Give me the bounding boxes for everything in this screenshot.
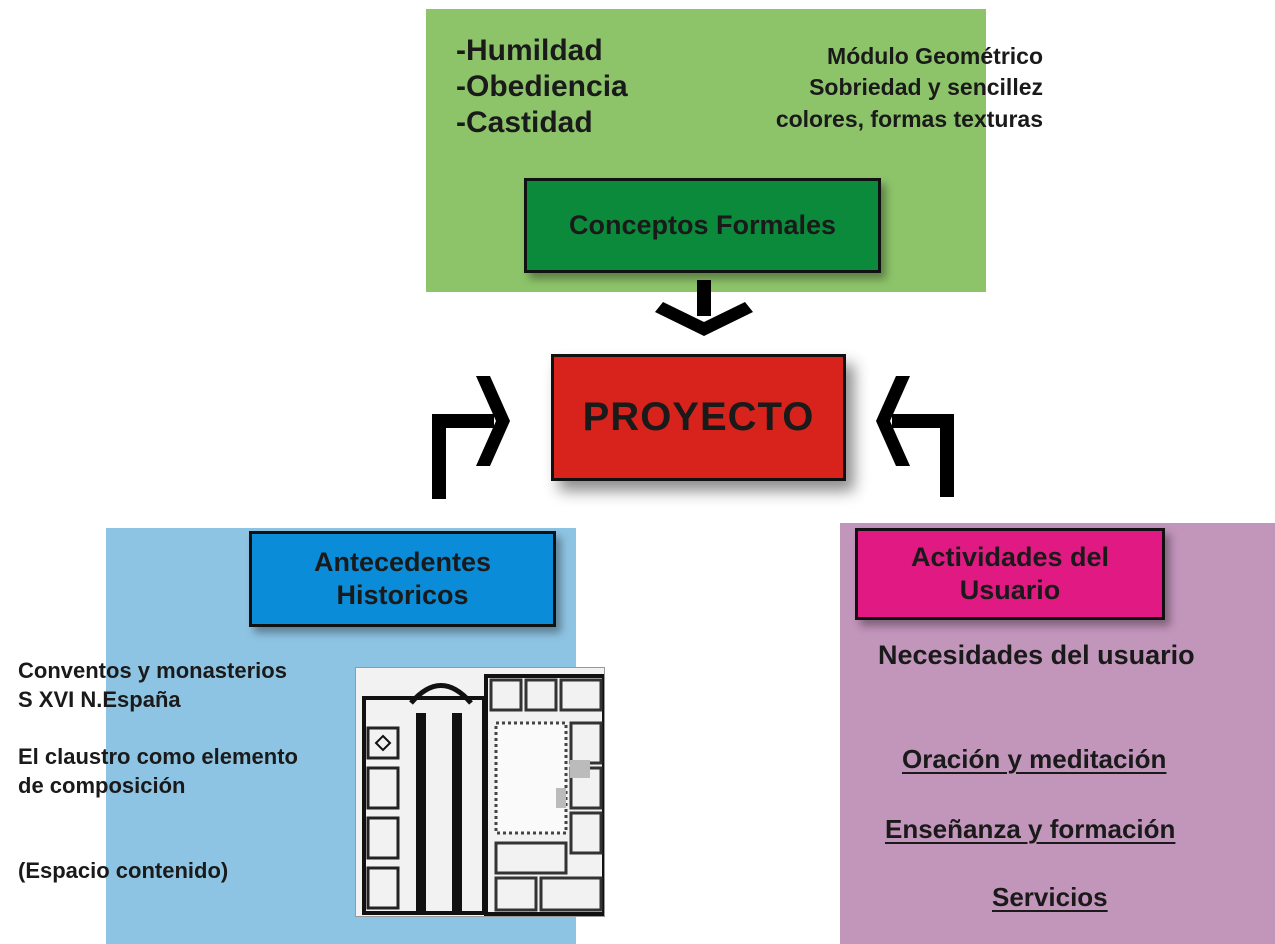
virtue-obediencia: -Obediencia <box>456 70 628 103</box>
necesidades-heading: Necesidades del usuario <box>878 640 1195 670</box>
text-composicion: de composición <box>18 773 186 798</box>
floor-plan-image <box>355 667 605 917</box>
actividades-del-usuario-box: Actividades del Usuario <box>855 528 1165 620</box>
concept-colores-formas: colores, formas texturas <box>775 106 1043 132</box>
text-conventos: Conventos y monasterios <box>18 658 287 683</box>
concept-sobriedad: Sobriedad y sencillez <box>809 74 1043 100</box>
actividades-label-line-2: Usuario <box>959 575 1061 605</box>
antecedentes-label-line-2: Historicos <box>336 580 469 610</box>
floor-plan-drawing <box>356 668 604 916</box>
virtue-humildad: -Humildad <box>456 34 603 67</box>
concept-modulo-geometrico: Módulo Geométrico <box>827 43 1043 69</box>
conceptos-formales-box: Conceptos Formales <box>524 178 881 273</box>
activity-servicios: Servicios <box>992 882 1108 912</box>
activity-oracion-meditacion: Oración y meditación <box>902 744 1167 774</box>
text-claustro: El claustro como elemento <box>18 744 298 769</box>
text-siglo-xvi: S XVI N.España <box>18 687 181 712</box>
virtue-castidad: -Castidad <box>456 106 593 139</box>
down-arrow-icon <box>655 280 753 336</box>
proyecto-box: PROYECTO <box>551 354 846 481</box>
right-pointing-bent-arrow-icon <box>432 376 510 499</box>
antecedentes-label-line-1: Antecedentes <box>313 547 492 577</box>
conceptos-formales-label: Conceptos Formales <box>568 210 837 240</box>
left-pointing-bent-arrow-icon <box>876 376 954 497</box>
activity-ensenanza-formacion: Enseñanza y formación <box>885 814 1176 844</box>
antecedentes-historicos-box: Antecedentes Historicos <box>249 531 556 627</box>
proyecto-label: PROYECTO <box>582 395 815 439</box>
text-espacio-contenido: (Espacio contenido) <box>18 858 229 883</box>
actividades-label-line-1: Actividades del <box>910 542 1110 572</box>
